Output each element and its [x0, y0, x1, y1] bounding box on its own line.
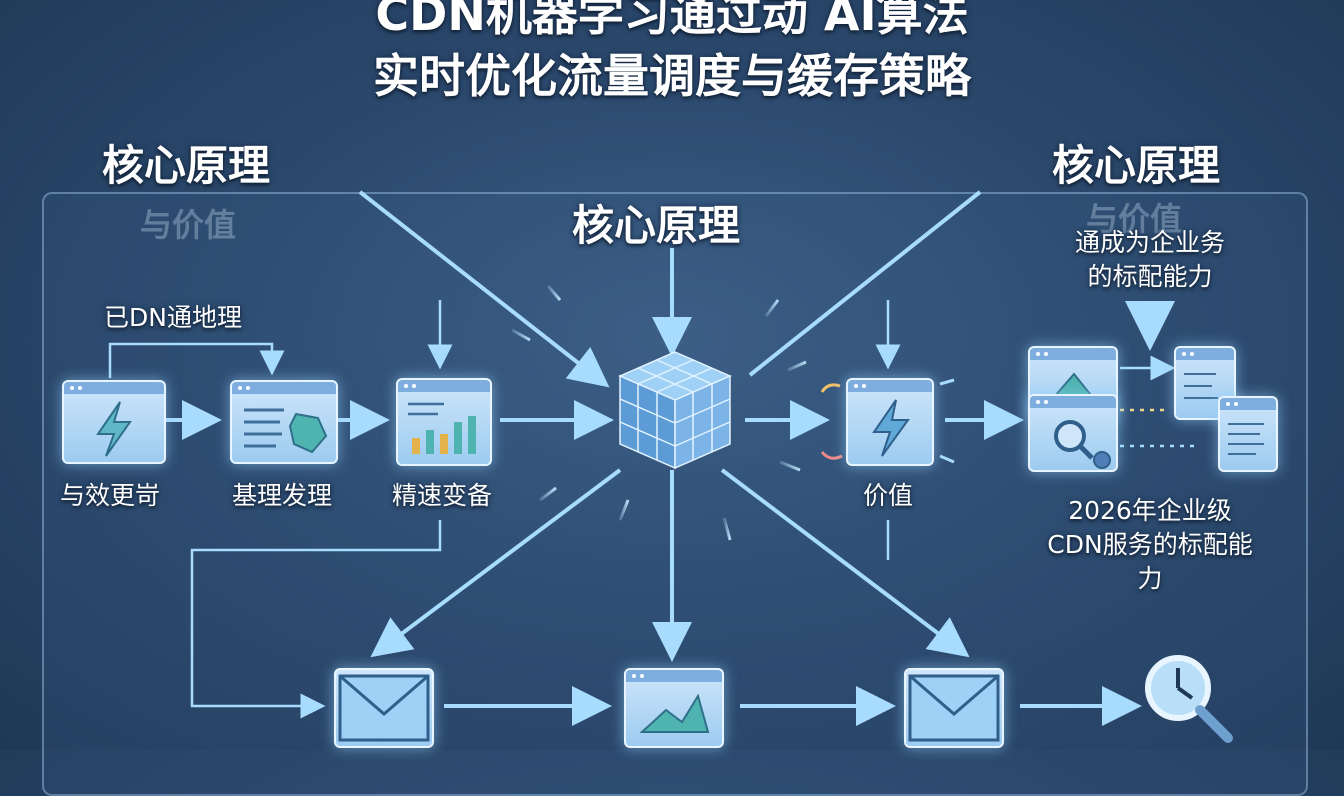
spark-blue-1	[939, 378, 955, 386]
data-list-card	[230, 380, 338, 464]
envelope-icon	[338, 674, 430, 742]
left-label-2: 基理发理	[231, 481, 332, 510]
return-path	[190, 520, 442, 719]
report-icon	[1184, 373, 1218, 399]
arrow-diagonal-left	[358, 190, 610, 388]
line-diagonal-right	[748, 190, 982, 377]
heading-left: 核心原理	[102, 141, 271, 190]
envelope-card-2	[904, 668, 1004, 748]
spark-red	[820, 451, 843, 460]
spark-yellow	[820, 383, 841, 393]
title-line-1: CDN机器学习通过动 AI算法	[375, 0, 969, 41]
mountain-chart-icon	[639, 693, 710, 733]
bracket-label: 已DN通地理	[104, 303, 242, 332]
value-lightning-card	[846, 378, 934, 466]
report-card-2	[1218, 396, 1278, 472]
arrow-down-left	[370, 468, 622, 658]
left-label-3: 精速变备	[391, 481, 492, 510]
magnifier-gear-icon	[1054, 420, 1111, 469]
chart-window-card	[624, 668, 724, 748]
report-icon	[1228, 423, 1264, 455]
bar-chart-icon	[408, 402, 476, 454]
search-analysis-card	[1028, 394, 1118, 472]
heading-right-sub: 与价值	[1086, 200, 1183, 238]
title-line-2: 实时优化流量调度与缓存策略	[373, 49, 971, 103]
value-label: 价值	[862, 481, 913, 510]
heading-center: 核心原理	[572, 201, 741, 250]
envelope-card-1	[334, 668, 434, 748]
bar-chart-card	[396, 378, 492, 466]
right-bottom-note: 2026年企业级 CDN服务的标配能 力	[1047, 496, 1253, 593]
envelope-icon	[908, 674, 1000, 742]
heading-left-sub: 与价值	[140, 206, 237, 244]
document-gem-icon	[244, 408, 328, 454]
cube-glow-rays	[511, 285, 807, 541]
lightning-icon	[872, 399, 910, 457]
heading-right: 核心原理	[1052, 141, 1221, 190]
clock-magnifier-icon	[1145, 655, 1233, 743]
connectors	[108, 190, 1200, 726]
left-label-1: 与效更岢	[59, 481, 160, 510]
arrow-down-right	[720, 468, 970, 658]
spark-blue-2	[939, 454, 955, 464]
bracket-arrow	[108, 342, 285, 378]
ml-cube-icon	[618, 351, 732, 470]
cdn-lightning-card	[62, 380, 166, 464]
right-top-note: 通成为企业务 的标配能力	[1074, 228, 1225, 291]
lightning-icon	[96, 401, 132, 457]
